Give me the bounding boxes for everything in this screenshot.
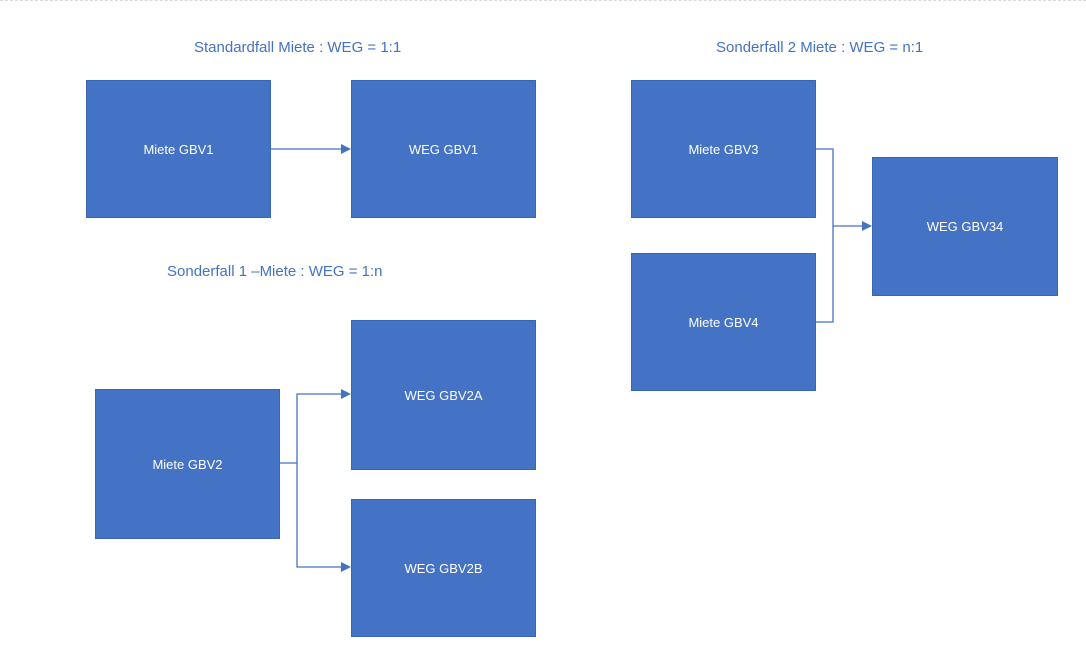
- arrowhead-gbv2a: [341, 389, 351, 399]
- box-label: WEG GBV2B: [404, 560, 483, 576]
- arrowhead-gbv1: [341, 144, 351, 154]
- box-label: Miete GBV1: [143, 141, 214, 157]
- box-label: Miete GBV3: [688, 141, 759, 157]
- box-miete-gbv1[interactable]: Miete GBV1: [86, 80, 271, 218]
- box-label: WEG GBV34: [926, 219, 1004, 234]
- title-standardfall: Standardfall Miete : WEG = 1:1: [194, 39, 402, 56]
- box-miete-gbv2[interactable]: Miete GBV2: [95, 389, 280, 539]
- box-label: WEG GBV1: [408, 141, 479, 157]
- arrowhead-gbv34: [862, 221, 872, 231]
- box-label: WEG GBV2A: [404, 387, 483, 403]
- connector-gbv2: [280, 393, 342, 568]
- title-sonderfall-2: Sonderfall 2 Miete : WEG = n:1: [716, 39, 924, 56]
- top-divider: [0, 0, 1086, 1]
- box-miete-gbv4[interactable]: Miete GBV4: [631, 253, 816, 391]
- box-weg-gbv1[interactable]: WEG GBV1: [351, 80, 536, 218]
- arrowhead-gbv2b: [341, 562, 351, 572]
- box-weg-gbv2b[interactable]: WEG GBV2B: [351, 499, 536, 637]
- connector-gbv34: [816, 148, 863, 323]
- box-label: Miete GBV2: [152, 456, 223, 472]
- title-sonderfall-1: Sonderfall 1 –Miete : WEG = 1:n: [167, 263, 383, 280]
- box-label: Miete GBV4: [688, 314, 759, 330]
- box-weg-gbv34[interactable]: WEG GBV34: [872, 157, 1058, 296]
- box-weg-gbv2a[interactable]: WEG GBV2A: [351, 320, 536, 470]
- box-miete-gbv3[interactable]: Miete GBV3: [631, 80, 816, 218]
